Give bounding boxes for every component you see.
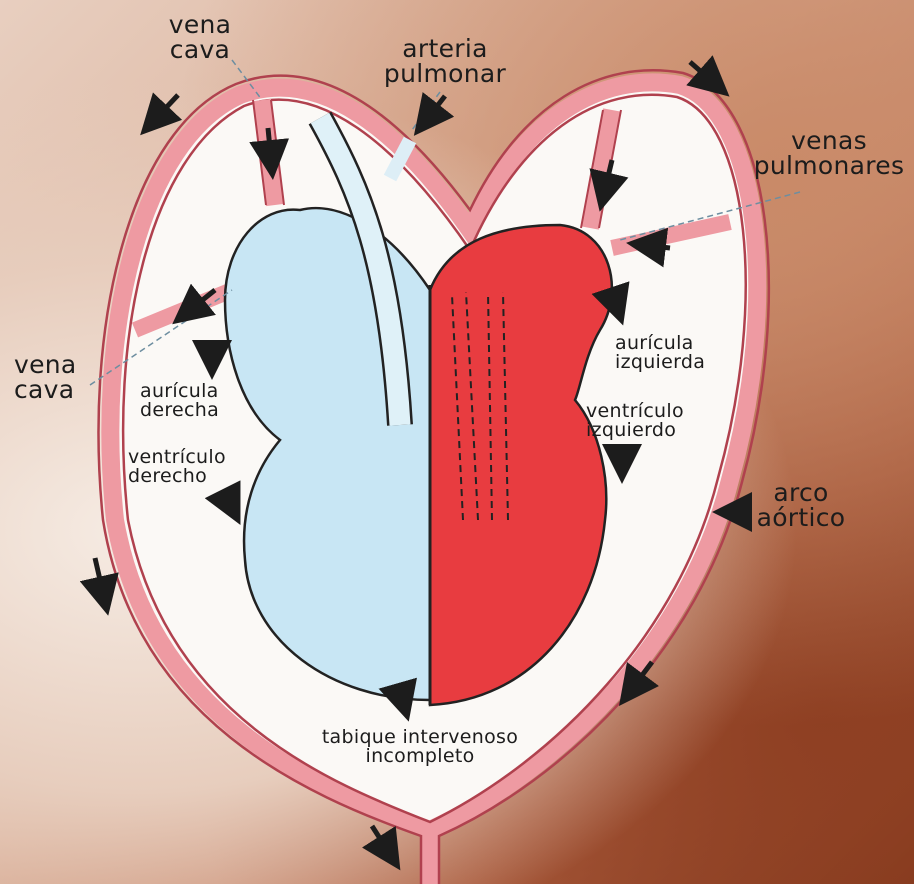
label-arteria-line2: pulmonar — [370, 61, 520, 86]
label-auricula-derecha: aurícula derecha — [140, 382, 250, 420]
label-ventriculo-izquierdo: ventrículo izquierdo — [586, 402, 706, 440]
label-auricula-izq-line2: izquierda — [615, 353, 725, 372]
label-arco-aortico: arco aórtico — [742, 480, 860, 530]
label-vena-cava-left: vena cava — [14, 352, 94, 402]
label-tabique-line2: incompleto — [300, 747, 540, 766]
label-arco-line1: arco — [742, 480, 860, 505]
label-tabique: tabique intervenoso incompleto — [300, 728, 540, 766]
label-auricula-izquierda: aurícula izquierda — [615, 334, 725, 372]
label-vena-cava-top-line1: vena — [160, 12, 240, 37]
label-auricula-der-line2: derecha — [140, 401, 250, 420]
label-venas-pulmonares: venas pulmonares — [745, 128, 913, 178]
label-vena-cava-left-line1: vena — [14, 352, 94, 377]
label-arteria-line1: arteria — [370, 36, 520, 61]
label-ventriculo-derecho: ventrículo derecho — [128, 448, 248, 486]
label-venas-line1: venas — [745, 128, 913, 153]
label-arteria-pulmonar: arteria pulmonar — [370, 36, 520, 86]
label-ventriculo-der-line2: derecho — [128, 467, 248, 486]
label-arco-line2: aórtico — [742, 505, 860, 530]
label-vena-cava-left-line2: cava — [14, 377, 94, 402]
label-vena-cava-top-line2: cava — [160, 37, 240, 62]
label-venas-line2: pulmonares — [745, 153, 913, 178]
label-ventriculo-izq-line2: izquierdo — [586, 421, 706, 440]
label-vena-cava-top: vena cava — [160, 12, 240, 62]
